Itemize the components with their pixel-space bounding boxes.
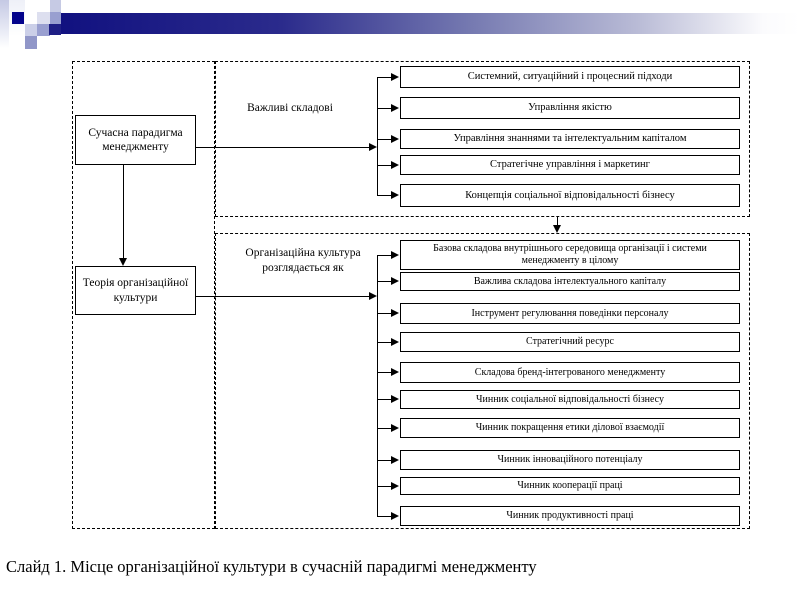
connector-arrow-right [391, 277, 399, 285]
bottom-item-label: Чинник соціальної відповідальності бізне… [476, 393, 664, 405]
connector-arrow-right [391, 482, 399, 490]
top-item-label: Управління знаннями та інтелектуальним к… [453, 133, 687, 145]
decor-square [12, 12, 24, 24]
connector-line [196, 296, 370, 297]
connector-line [377, 399, 391, 400]
bottom-item-box: Складова бренд-інтегрованого менеджменту [400, 362, 740, 383]
bottom-item-box: Чинник соціальної відповідальності бізне… [400, 390, 740, 409]
connector-arrow-right [391, 424, 399, 432]
header-gradient-bar [60, 13, 800, 34]
connector-arrow-right [369, 292, 377, 300]
decor-square [25, 36, 37, 49]
connector-line [377, 428, 391, 429]
connector-line [377, 460, 391, 461]
bottom-item-box: Чинник інноваційного потенціалу [400, 450, 740, 470]
connector-arrow-right [391, 135, 399, 143]
connector-line [377, 372, 391, 373]
decor-square [25, 24, 37, 36]
connector-spine [377, 255, 378, 516]
top-item-label: Управління якістю [528, 102, 612, 114]
header-side-strip [0, 0, 9, 48]
decor-square [49, 24, 61, 35]
node-theory-culture: Теорія організаційної культури [75, 266, 196, 315]
bottom-group-label: Організаційна культура розглядається як [245, 247, 361, 274]
bottom-group-container [215, 233, 750, 529]
connector-line [377, 516, 391, 517]
slide-caption: Слайд 1. Місце організаційної культури в… [6, 557, 537, 576]
connector-arrow-right [391, 512, 399, 520]
bottom-item-box: Чинник кооперації праці [400, 477, 740, 495]
connector-line [377, 77, 391, 78]
connector-line [377, 255, 391, 256]
top-item-box: Управління знаннями та інтелектуальним к… [400, 129, 740, 149]
node-theory-culture-label: Теорія організаційної культури [82, 277, 189, 304]
top-item-label: Стратегічне управління і маркетинг [490, 159, 650, 171]
connector-arrow-down [553, 225, 561, 233]
connector-arrow-right [391, 251, 399, 259]
connector-line [377, 342, 391, 343]
connector-arrow-right [369, 143, 377, 151]
connector-line [377, 139, 391, 140]
bottom-item-label: Складова бренд-інтегрованого менеджменту [474, 366, 666, 378]
top-item-box: Концепція соціальної відповідальності бі… [400, 184, 740, 207]
connector-spine [377, 77, 378, 196]
connector-line [377, 486, 391, 487]
connector-line [123, 165, 124, 259]
top-item-box: Системний, ситуаційний і процесний підхо… [400, 66, 740, 88]
node-modern-paradigm: Сучасна парадигма менеджменту [75, 115, 196, 165]
connector-arrow-right [391, 191, 399, 199]
connector-line [196, 147, 370, 148]
connector-arrow-right [391, 456, 399, 464]
top-group-container [215, 61, 750, 217]
top-item-box: Стратегічне управління і маркетинг [400, 155, 740, 175]
top-item-label: Концепція соціальної відповідальності бі… [465, 189, 675, 201]
connector-line [377, 313, 391, 314]
connector-line [377, 281, 391, 282]
connector-arrow-down [119, 258, 127, 266]
connector-arrow-right [391, 338, 399, 346]
connector-arrow-right [391, 368, 399, 376]
bottom-item-box: Важлива складова інтелектуального капіта… [400, 272, 740, 291]
node-modern-paradigm-label: Сучасна парадигма менеджменту [88, 126, 183, 153]
connector-arrow-right [391, 104, 399, 112]
bottom-item-box: Стратегічний ресурс [400, 332, 740, 352]
bottom-item-label: Важлива складова інтелектуального капіта… [473, 275, 667, 287]
decor-square [37, 12, 50, 24]
top-item-label: Системний, ситуаційний і процесний підхо… [467, 71, 673, 83]
connector-line [377, 108, 391, 109]
connector-line [377, 195, 391, 196]
decor-square [50, 0, 61, 12]
bottom-item-label: Чинник кооперації праці [517, 480, 623, 491]
connector-line [557, 217, 558, 226]
bottom-item-box: Чинник продуктивності праці [400, 506, 740, 526]
connector-arrow-right [391, 395, 399, 403]
left-group-container [72, 61, 215, 529]
decor-square [50, 12, 61, 24]
bottom-item-box: Інструмент регулювання поведінки персона… [400, 303, 740, 324]
connector-arrow-right [391, 161, 399, 169]
bottom-item-label: Базова складова внутрішнього середовища … [433, 243, 707, 266]
connector-arrow-right [391, 309, 399, 317]
connector-line [377, 165, 391, 166]
bottom-item-label: Чинник інноваційного потенціалу [497, 454, 643, 465]
bottom-item-box: Базова складова внутрішнього середовища … [400, 240, 740, 270]
bottom-item-box: Чинник покращення етики ділової взаємоді… [400, 418, 740, 438]
bottom-item-label: Чинник покращення етики ділової взаємоді… [475, 422, 665, 433]
bottom-item-label: Інструмент регулювання поведінки персона… [471, 307, 669, 319]
bottom-item-label: Стратегічний ресурс [526, 336, 614, 347]
top-item-box: Управління якістю [400, 97, 740, 119]
connector-arrow-right [391, 73, 399, 81]
bottom-item-label: Чинник продуктивності праці [506, 510, 634, 521]
decor-square [37, 24, 50, 36]
top-group-label: Важливі складові [247, 102, 333, 114]
